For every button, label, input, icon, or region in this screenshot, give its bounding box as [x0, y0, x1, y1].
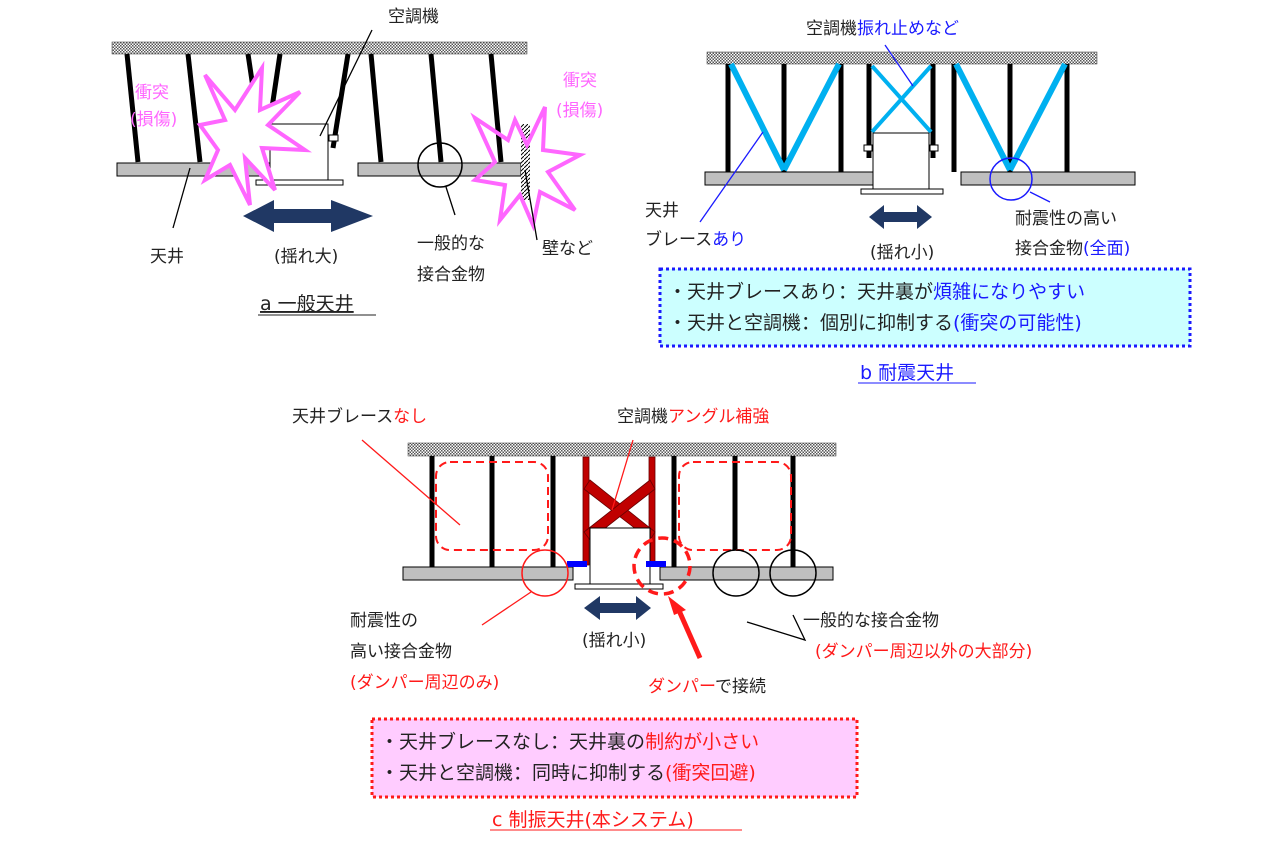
sway-large-arrow-icon — [243, 200, 373, 232]
wall — [521, 124, 530, 200]
panel-a-general-ceiling: 空調機 衝突 (損傷) 衝突 (損傷) 天井 (揺れ大) 一般的な 接合金物 壁… — [111, 7, 603, 316]
note-line: ・天井と空調機：同時に抑制する(衝突回避) — [380, 762, 756, 784]
leader-lines — [361, 439, 807, 660]
joint-label: 接合金物 — [417, 265, 485, 285]
damage-label: (損傷) — [556, 101, 603, 121]
joint-label: 一般的な — [417, 234, 485, 254]
ac-angle-label: 空調機アングル補強 — [617, 407, 769, 427]
note-box-c — [370, 717, 859, 799]
panel-b-seismic-ceiling: 空調機振れ止めなど 天井 ブレースあり (揺れ小) 耐震性の高い 接合金物(全面… — [645, 19, 1192, 384]
ac-label: 空調機 — [388, 7, 439, 27]
ac-unit — [872, 132, 930, 190]
collision-burst-icon — [470, 106, 587, 232]
damper — [646, 561, 666, 567]
slab — [111, 41, 528, 55]
note-line: ・天井ブレースなし：天井裏の制約が小さい — [380, 730, 759, 753]
note-box-b — [658, 267, 1192, 348]
note-line: ・天井と空調機：個別に抑制する(衝突の可能性) — [668, 312, 1082, 334]
joint-circle — [417, 142, 463, 188]
hanging-rods — [429, 456, 796, 567]
ceiling-board-right — [659, 566, 834, 581]
sway-label: (揺れ小) — [582, 631, 646, 651]
ac-angle-reinforcement — [582, 456, 656, 566]
brace-label: ブレースあり — [645, 229, 746, 250]
leader-lines — [699, 44, 1051, 223]
joint-circle — [712, 549, 760, 597]
ac-unit-panel — [574, 583, 664, 590]
sway-small-arrow-icon — [869, 205, 932, 229]
damper-connection-label: ダンパーで接続 — [648, 677, 766, 697]
ac-restraint-label: 空調機振れ止めなど — [806, 19, 959, 39]
note-line: ・天井ブレースあり：天井裏が煩雑になりやすい — [668, 280, 1085, 303]
hanging-rods — [124, 53, 504, 163]
collision-label: 衝突 — [563, 71, 597, 91]
ceiling-board-left — [402, 566, 574, 581]
joint-general-scope: (ダンパー周辺以外の大部分) — [815, 642, 1032, 662]
seismic-joint-circle — [521, 549, 569, 597]
ac-unit — [589, 527, 651, 585]
slab — [407, 442, 837, 457]
ceiling-braces — [728, 62, 1068, 172]
hanging-rods — [725, 64, 1070, 172]
joint-high-scope: (ダンパー周辺のみ) — [350, 673, 499, 693]
sway-small-arrow-icon — [584, 596, 651, 620]
joint-label: 接合金物(全面) — [1015, 239, 1130, 259]
damper-circle — [632, 536, 692, 596]
joint-circle — [769, 549, 817, 597]
sway-label: (揺れ小) — [870, 243, 934, 263]
seismic-joint-circle — [989, 157, 1033, 201]
wall-label: 壁など — [542, 239, 593, 259]
ceiling-board-right — [357, 162, 522, 177]
joint-general-label: 一般的な接合金物 — [803, 611, 939, 631]
caption-c: c 制振天井(本システム) — [492, 809, 694, 831]
ceiling-label: 天井 — [150, 247, 184, 267]
damage-label: (損傷) — [130, 110, 177, 130]
ceiling-label: 天井 — [645, 201, 679, 221]
damper — [567, 561, 587, 567]
brace-none-label: 天井ブレースなし — [292, 406, 427, 427]
leader-lines — [172, 29, 538, 241]
collision-burst-icon — [196, 60, 313, 206]
ac-unit-panel — [255, 179, 344, 186]
joint-label: 耐震性の高い — [1015, 209, 1117, 229]
joint-high-label: 耐震性の — [350, 611, 418, 631]
free-space-zone — [435, 461, 549, 551]
collision-label: 衝突 — [135, 83, 169, 103]
joint-high-label: 高い接合金物 — [350, 642, 452, 662]
damper-arrow — [674, 604, 703, 660]
free-space-zone — [678, 461, 792, 551]
slab — [706, 51, 1098, 65]
ac-unit-panel — [860, 188, 944, 195]
panel-c-damping-ceiling: 天井ブレースなし 空調機アングル補強 耐震性の 高い接合金物 (ダンパー周辺のみ… — [292, 406, 1032, 831]
caption-b: b 耐震天井 — [860, 362, 954, 384]
caption-a: a 一般天井 — [260, 293, 354, 315]
ceiling-board-right — [960, 171, 1136, 186]
sway-label: (揺れ大) — [274, 247, 338, 267]
